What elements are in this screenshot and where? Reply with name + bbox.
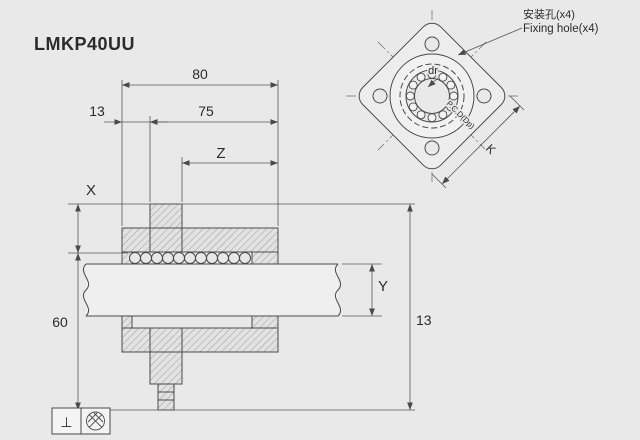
fixing-hole-label-en: Fixing hole(x4) [523, 23, 599, 35]
fixing-hole-label-cn: 安装孔(x4) [523, 7, 575, 21]
dimension-lines [68, 80, 415, 411]
dim-label-13-right: 13 [416, 312, 432, 328]
pitch-circle-dashed [399, 63, 465, 129]
bore-diameter-leader [427, 77, 439, 88]
k-dimension [431, 95, 525, 189]
seal-right-bottom [251, 315, 279, 329]
fixing-hole-leader [457, 27, 523, 56]
dim-label-80: 80 [192, 66, 208, 82]
bore-circle [414, 78, 450, 114]
seal-right-top [251, 251, 279, 265]
tolerance-box [51, 407, 111, 435]
dim-label-75: 75 [198, 103, 214, 119]
ball-bearing-row [129, 252, 251, 264]
mounting-holes [372, 36, 492, 156]
bore-diameter-label: dr [428, 65, 438, 77]
dim-label-y: Y [378, 278, 388, 295]
shaft [82, 263, 342, 317]
seal-left-bottom [121, 315, 133, 329]
flange-front-view [346, 10, 525, 189]
shaft-break-right [334, 263, 342, 317]
page-title: LMKP40UU [34, 34, 135, 54]
shaft-break-left [82, 263, 90, 317]
tolerance-cell-perpendicularity [51, 407, 82, 435]
dim-label-x: X [86, 182, 96, 199]
mounting-hole-bottom [424, 140, 440, 156]
crosshatch-symbol-icon [86, 411, 105, 431]
mounting-hole-top [424, 36, 440, 52]
dim-label-60: 60 [52, 314, 68, 330]
dim-label-z: Z [216, 145, 225, 162]
bearing-body [121, 227, 279, 353]
side-section-view [82, 203, 342, 411]
dim-label-13-left: 13 [89, 103, 105, 119]
perpendicularity-symbol: ⊥ [60, 414, 72, 430]
mounting-hole-right [476, 88, 492, 104]
mounting-hole-left [372, 88, 388, 104]
flange-plate [149, 203, 183, 411]
flange-width-label: K [483, 141, 499, 157]
